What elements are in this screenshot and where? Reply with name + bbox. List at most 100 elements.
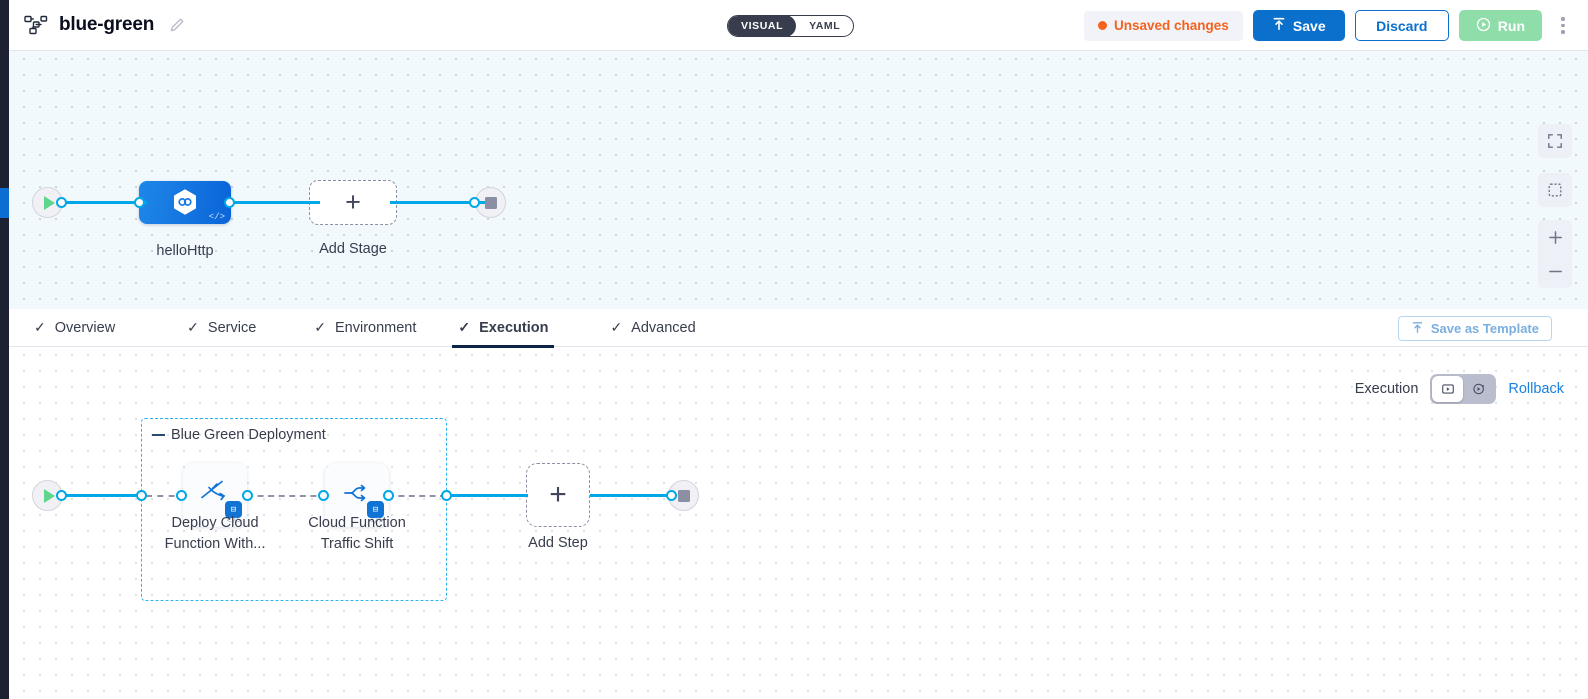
save-label: Save [1292, 17, 1326, 34]
fit-to-screen-button[interactable] [1538, 173, 1572, 207]
play-icon [43, 195, 55, 210]
mode-visual-option[interactable]: VISUAL [728, 16, 797, 36]
wire-stage-to-addstage [225, 201, 320, 204]
step-end-input-port[interactable] [666, 490, 677, 501]
plus-icon: + [345, 187, 361, 217]
step1-input-port[interactable] [176, 490, 187, 501]
kebab-menu-icon[interactable] [1552, 11, 1574, 41]
step1-output-port[interactable] [242, 490, 253, 501]
tab-overview[interactable]: ✓ Overview [28, 309, 121, 347]
rail-active-indicator [0, 188, 9, 218]
plus-icon: + [549, 478, 567, 511]
save-button[interactable]: Save [1252, 10, 1345, 41]
step-start-output-port[interactable] [56, 490, 67, 501]
step2-code-badge: </> [368, 516, 384, 526]
step1-label: Deploy Cloud Function With... [150, 513, 280, 555]
tab-environment-label: Environment [335, 319, 417, 336]
step-node-deploy-cloud-function[interactable]: ⊟ </> [183, 463, 247, 527]
config-tabs: ✓ Overview ✓ Service ✓ Environment ✓ Exe… [0, 309, 1588, 348]
save-upload-icon [1272, 17, 1286, 34]
execution-label: Execution [1354, 381, 1419, 397]
discard-label: Discard [1376, 17, 1428, 34]
start-output-port[interactable] [56, 197, 67, 208]
step-node-traffic-shift[interactable]: ⊟ </> [325, 463, 389, 527]
step2-label: Cloud Function Traffic Shift [292, 513, 422, 555]
save-as-template-button[interactable]: Save as Template [1397, 316, 1552, 341]
stage-node-hellohttp[interactable]: </> [139, 181, 231, 224]
traffic-shift-icon [340, 476, 374, 515]
wire-addstage-to-end [390, 201, 485, 204]
stage-canvas[interactable]: </> helloHttp + Add Stage [0, 51, 1588, 309]
step2-status-badge: ⊟ [367, 501, 384, 518]
stop-icon [484, 196, 497, 209]
view-mode-toggle[interactable]: VISUAL YAML [727, 15, 855, 37]
add-stage-button[interactable]: + [309, 180, 397, 225]
step2-label-line2: Traffic Shift [320, 536, 394, 552]
template-upload-icon [1411, 321, 1424, 337]
stage-code-badge: </> [208, 212, 225, 222]
step1-label-line2: Function With... [164, 536, 266, 552]
wire-group-to-addstep [444, 494, 528, 497]
save-as-template-label: Save as Template [1430, 321, 1539, 336]
tab-service[interactable]: ✓ Service [181, 309, 262, 347]
stage-label-hellohttp: helloHttp [156, 243, 214, 259]
rollback-view-button[interactable] [1463, 376, 1494, 402]
check-icon: ✓ [187, 319, 199, 335]
rollback-link[interactable]: Rollback [1508, 381, 1564, 397]
unsaved-changes-label: Unsaved changes [1113, 18, 1229, 33]
stage-input-port[interactable] [134, 197, 145, 208]
app-header: blue-green VISUAL YAML Unsaved changes [0, 0, 1588, 51]
mode-yaml-option[interactable]: YAML [809, 20, 841, 32]
fit-control-group [1538, 173, 1572, 207]
check-icon: ✓ [458, 319, 471, 335]
header-actions: Unsaved changes Save Discard [1083, 0, 1574, 51]
zoom-in-button[interactable] [1538, 220, 1572, 254]
wire-start-to-group [57, 494, 147, 497]
infinity-hexagon-icon [171, 188, 199, 218]
group-output-port[interactable] [441, 490, 452, 501]
step2-output-port[interactable] [383, 490, 394, 501]
stage-output-port[interactable] [224, 197, 235, 208]
tab-service-label: Service [207, 319, 257, 336]
check-icon: ✓ [314, 319, 326, 335]
step1-label-line1: Deploy Cloud [171, 515, 259, 531]
left-nav-rail [0, 0, 9, 699]
step1-code-badge: </> [226, 516, 242, 526]
tab-execution[interactable]: ✓ Execution [452, 309, 555, 348]
run-play-icon [1476, 17, 1491, 35]
fullscreen-control-group [1538, 124, 1572, 158]
wire-addstep-to-end [590, 494, 672, 497]
tab-execution-label: Execution [479, 319, 549, 336]
tab-advanced[interactable]: ✓ Advanced [604, 309, 701, 347]
unsaved-dot-icon [1097, 21, 1107, 30]
zoom-out-button[interactable] [1538, 254, 1572, 288]
unsaved-changes-badge: Unsaved changes [1083, 10, 1243, 41]
step-canvas[interactable]: Blue Green Deployment ⊟ </> Deploy Cloud… [0, 347, 1588, 699]
collapse-dash-icon[interactable] [152, 433, 165, 437]
step-group-blue-green[interactable] [141, 418, 447, 601]
wire-step2-to-group-out [388, 495, 446, 497]
execution-view-button[interactable] [1432, 376, 1464, 402]
page-title: blue-green [59, 14, 155, 35]
run-button[interactable]: Run [1458, 10, 1542, 41]
wire-group-in-to-step1 [146, 495, 186, 497]
check-icon: ✓ [610, 319, 623, 335]
add-step-button[interactable]: + [526, 463, 590, 527]
add-stage-label: Add Stage [319, 241, 387, 257]
pencil-icon[interactable] [169, 17, 185, 33]
tab-environment[interactable]: ✓ Environment [308, 309, 422, 347]
step-group-header[interactable]: Blue Green Deployment [152, 427, 326, 443]
execution-mode-toggle[interactable] [1430, 374, 1497, 404]
step-group-title: Blue Green Deployment [171, 427, 326, 443]
run-label: Run [1497, 17, 1525, 34]
step2-input-port[interactable] [318, 490, 329, 501]
discard-button[interactable]: Discard [1354, 10, 1449, 41]
fullscreen-button[interactable] [1538, 124, 1572, 158]
tab-advanced-label: Advanced [631, 319, 696, 336]
wire-start-to-stage [57, 201, 147, 204]
header-left: blue-green [0, 14, 185, 36]
stop-icon [677, 489, 690, 502]
pipeline-nodes-icon [24, 15, 48, 35]
group-input-port[interactable] [136, 490, 147, 501]
end-input-port[interactable] [469, 197, 480, 208]
